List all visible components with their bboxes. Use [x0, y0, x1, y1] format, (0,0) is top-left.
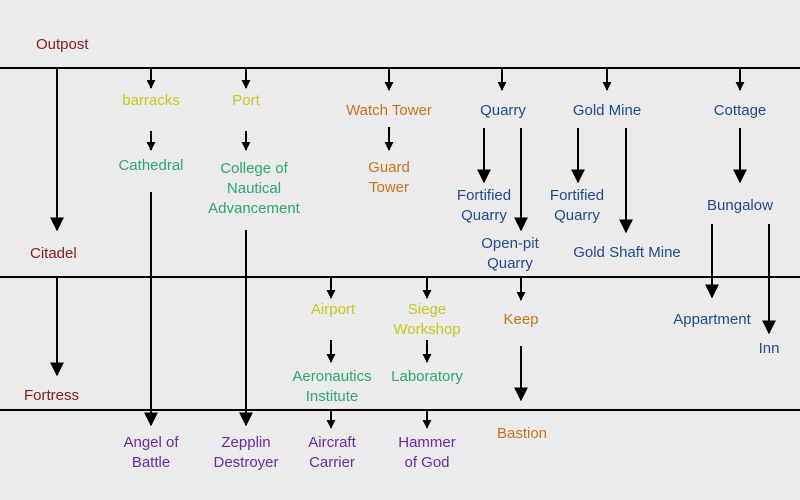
node-inn: Inn [758, 340, 780, 357]
node-aeronautics-institute: Aeronautics Institute [292, 368, 372, 405]
node-fortified-quarry: Fortified Quarry [456, 187, 512, 224]
node-bungalow: Bungalow [707, 197, 773, 214]
node-fortified-quarry-2: Fortified Quarry [549, 187, 605, 224]
node-port: Port [232, 92, 260, 109]
tier-label-citadel: Citadel [30, 245, 77, 262]
node-gold-shaft-mine: Gold Shaft Mine [573, 244, 681, 261]
tier-label-fortress: Fortress [24, 387, 80, 404]
node-guard-tower: Guard Tower [368, 159, 410, 196]
node-barracks: barracks [122, 92, 180, 109]
node-gold-mine: Gold Mine [572, 102, 642, 119]
node-zepplin-destroyer: Zepplin Destroyer [213, 434, 279, 471]
node-cottage: Cottage [713, 102, 767, 119]
node-hammer-of-god: Hammer of God [398, 434, 456, 471]
node-laboratory: Laboratory [391, 368, 463, 385]
node-watch-tower: Watch Tower [346, 102, 432, 119]
node-appartment: Appartment [673, 311, 751, 328]
tier-label-outpost: Outpost [36, 36, 89, 53]
node-college-of-nautical-advancement: College of Nautical Advancement [208, 160, 300, 217]
node-siege-workshop: Siege Workshop [393, 301, 461, 338]
node-airport: Airport [310, 301, 356, 318]
node-bastion: Bastion [496, 425, 548, 442]
node-open-pit-quarry: Open-pit Quarry [481, 235, 539, 272]
node-aircraft-carrier: Aircraft Carrier [308, 434, 356, 471]
node-keep: Keep [503, 311, 539, 328]
node-cathedral: Cathedral [118, 157, 184, 174]
node-quarry: Quarry [480, 102, 526, 119]
node-angel-of-battle: Angel of Battle [123, 434, 179, 471]
